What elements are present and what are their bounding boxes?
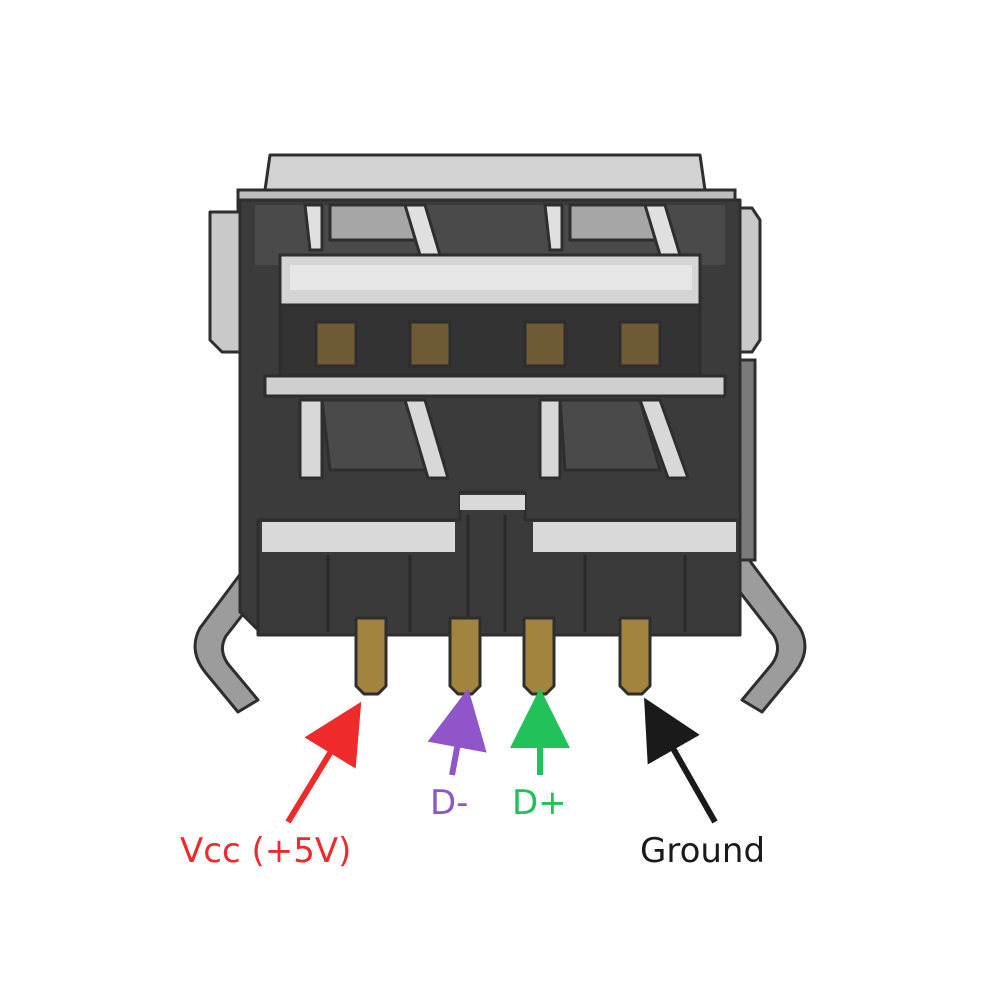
tongue-top-rail-shadow [290,265,692,290]
right-side-clip [738,358,757,562]
arrow-d-minus [427,688,487,776]
contact-3 [523,320,567,368]
arrow-vcc [285,701,362,824]
base-center-key [460,495,525,510]
contact-1 [314,320,358,368]
pin-label-vcc: Vcc (+5V) [180,831,352,871]
lower-latch-springs [298,398,690,480]
tongue-contacts [314,320,662,368]
upper-latch-springs [303,203,682,257]
tongue-bottom-rail [263,374,727,398]
housing-ribs [326,515,687,632]
pin-label-ground: Ground [640,831,766,871]
arrow-ground [644,697,718,824]
contact-4 [618,320,662,368]
top-shell-plate [263,153,707,192]
pin-d-plus [522,616,556,696]
pin-ground [618,616,652,696]
pin-label-d-plus: D+ [512,783,567,823]
pin-vcc [354,616,388,696]
contact-2 [408,320,452,368]
base-housing-highlight-left [262,522,455,552]
pin-label-d-minus: D- [430,783,469,823]
pin-d-minus [448,616,482,696]
base-housing-highlight-right [533,522,736,552]
